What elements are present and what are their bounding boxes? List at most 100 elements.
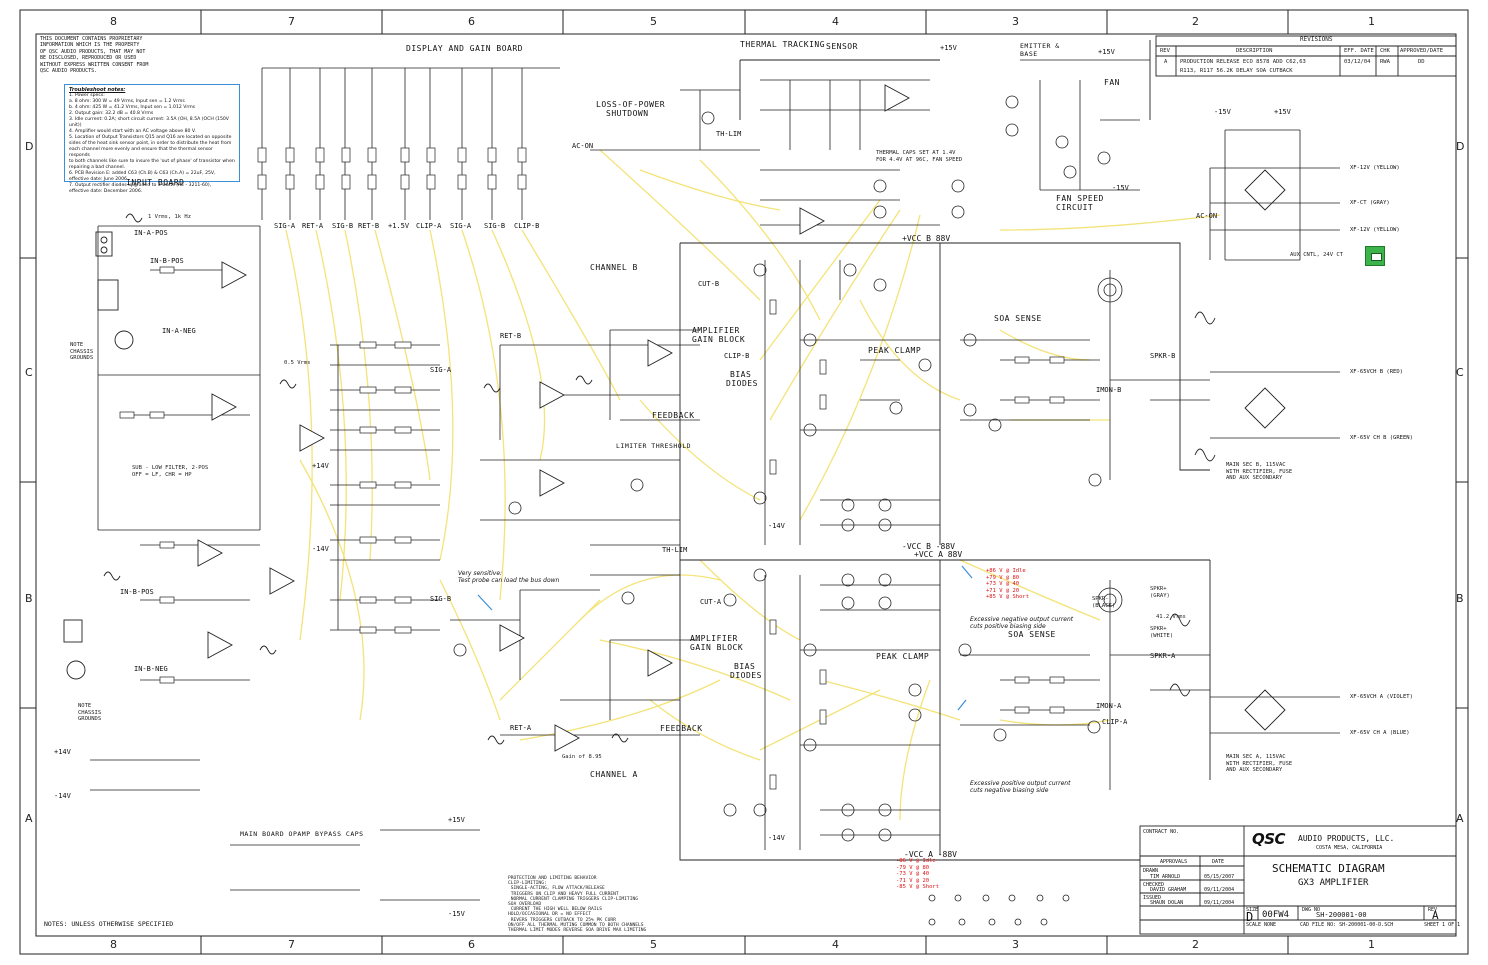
drawn-by: TIM ARNOLD xyxy=(1150,874,1181,880)
notes-footer: NOTES: UNLESS OTHERWISE SPECIFIED xyxy=(44,920,174,928)
fan-circuit-title: CIRCUIT xyxy=(1056,203,1094,212)
input-board-title: INPUT BOARD xyxy=(126,178,185,187)
net-15v-pos-fan: +15V xyxy=(1098,48,1115,56)
row-label-b-right: B xyxy=(1456,592,1464,605)
troubleshoot-item: 2. Output gain: 32.2 dB = 40.8 Vrms xyxy=(69,111,154,116)
bias-diodes-a-2: DIODES xyxy=(730,671,762,680)
net-vcc-b-pos: +VCC B 88V xyxy=(902,234,951,243)
rev-row-desc: PRODUCTION RELEASE ECO 8578 ADD C62,63 xyxy=(1180,59,1306,65)
limiter-behavior-note: PROTECTION AND LIMITING BEHAVIOR CLIP-LI… xyxy=(508,876,647,934)
net-15v-pos-bypass: +15V xyxy=(448,816,465,824)
troubleshoot-item: 5. Location of Output Transistors Q15 an… xyxy=(69,135,232,140)
sine-waves xyxy=(103,213,1216,745)
net-15v-top: +1.5V xyxy=(388,222,410,230)
net-ac-on-right: AC-ON xyxy=(1196,212,1218,220)
conn-xf12v-yellow: XF-12V (YELLOW) xyxy=(1350,165,1400,171)
channel-a-title: CHANNEL A xyxy=(590,770,638,779)
net-14v-pos-1: +14V xyxy=(54,748,71,756)
net-in-a-pos: IN-A-POS xyxy=(134,229,168,237)
spkr-white-label: SPKR+ (WHITE) xyxy=(1150,626,1174,639)
net-14v-neg-1: -14V xyxy=(54,792,71,800)
revisions-title: REVISIONS xyxy=(1300,36,1333,43)
net-clip-b-top: CLIP-B xyxy=(514,222,540,230)
issued-by: SHAUN DOLAN xyxy=(1150,900,1184,906)
company-name: AUDIO PRODUCTS, LLC. xyxy=(1298,834,1395,843)
net-cut-b: CUT-B xyxy=(698,280,720,288)
thermal-cap-note: THERMAL CAPS SET AT 1.4V FOR 4.4V AT 96C… xyxy=(876,150,963,163)
net-14v-neg-3: -14V xyxy=(768,834,785,842)
display-gain-title: DISPLAY AND GAIN BOARD xyxy=(406,44,523,53)
net-sig-b-top: SIG-B xyxy=(332,222,354,230)
col-label-2-top: 2 xyxy=(1192,15,1199,28)
col-label-3-top: 3 xyxy=(1012,15,1019,28)
col-label-4-bottom: 4 xyxy=(832,938,839,951)
net-clip-b-mid: CLIP-B xyxy=(724,352,750,360)
net-sig-a-top2: SIG-A xyxy=(450,222,472,230)
sensor-title: SENSOR xyxy=(826,42,858,51)
drawn-label: DRAWN xyxy=(1143,868,1159,874)
net-cut-a: CUT-A xyxy=(700,598,722,606)
rev-row-chk: RWA xyxy=(1380,59,1390,65)
net-ret-b-top: RET-B xyxy=(358,222,380,230)
troubleshoot-item: each channel more evenly and ensure that… xyxy=(69,147,213,158)
net-in-b-neg: IN-B-NEG xyxy=(134,665,168,673)
voltage-readings-neg: -86 V @ Idle -79 V @ 80 -73 V @ 40 -71 V… xyxy=(896,858,940,890)
net-14v-pos-2: +14V xyxy=(312,462,329,470)
peak-clamp-b: PEAK CLAMP xyxy=(868,346,922,355)
checked-by: DAVID GRAHAM xyxy=(1150,887,1187,893)
wiring xyxy=(90,59,1340,901)
net-imon-b: IMON-B xyxy=(1096,386,1122,394)
bias-diodes-a-1: BIAS xyxy=(734,662,756,671)
conn-xf-ch-b-red: XF-65VCH B (RED) xyxy=(1350,369,1403,375)
troubleshoot-item: effective date: June 2006 xyxy=(69,177,127,182)
probe-arrows xyxy=(477,565,973,711)
vrms-05-label: 0.5 Vrms xyxy=(284,360,311,366)
dwg-no-value: SH-200001-00 xyxy=(1316,911,1367,919)
col-label-5-top: 5 xyxy=(650,15,657,28)
net-15v-neg-bypass: -15V xyxy=(448,910,465,918)
export-button[interactable] xyxy=(1365,246,1385,266)
col-label-8-bottom: 8 xyxy=(110,938,117,951)
col-label-5-bottom: 5 xyxy=(650,938,657,951)
thermal-tracking-title: THERMAL TRACKING xyxy=(740,40,826,49)
troubleshoot-item: to both channels like sure to insure the… xyxy=(69,159,235,164)
loss-of-power-title: LOSS-OF-POWER xyxy=(596,100,666,109)
zone-ticks xyxy=(20,10,1468,954)
dwg-no-label: DWG NO xyxy=(1302,907,1321,913)
row-label-d-left: D xyxy=(25,140,34,153)
rev-value: A xyxy=(1432,909,1439,922)
net-in-b-pos: IN-B-POS xyxy=(120,588,154,596)
issued-label: ISSUED xyxy=(1143,895,1162,901)
net-sig-b-mid: SIG-B xyxy=(430,595,452,603)
drawing-subtitle: GX3 AMPLIFIER xyxy=(1298,878,1369,888)
spkr-black-label: SPKR- (BLACK) xyxy=(1092,596,1116,609)
confidential-notice: THIS DOCUMENT CONTAINS PROPRIETARY INFOR… xyxy=(40,36,149,75)
row-label-a-right: A xyxy=(1456,812,1464,825)
net-spkr-a: SPKR-A xyxy=(1150,652,1176,660)
main-sec-a-note: MAIN SEC A, 115VAC WITH RECTIFIER, FUSE … xyxy=(1226,754,1293,773)
col-label-2-bottom: 2 xyxy=(1192,938,1199,951)
channel-b-title: CHANNEL B xyxy=(590,263,638,272)
vrms-41-label: 41.2 Vrms xyxy=(1156,614,1186,620)
troubleshoot-item: 1. Power specs: xyxy=(69,93,105,98)
net-sig-a-top: SIG-A xyxy=(274,222,296,230)
troubleshoot-item: 7. Output rectifier diodes upgraded to 3… xyxy=(69,183,212,188)
rev-header-date: EFF. DATE xyxy=(1344,48,1374,54)
cad-file: CAD FILE NO: SH-200001-00-D.SCH xyxy=(1300,922,1394,928)
main-sec-b-note: MAIN SEC B, 115VAC WITH RECTIFIER, FUSE … xyxy=(1226,462,1293,481)
rev-header-rev: REV xyxy=(1160,48,1170,54)
col-label-7-top: 7 xyxy=(288,15,295,28)
bridge-rectifiers xyxy=(1244,169,1286,731)
row-label-c-right: C xyxy=(1456,366,1464,379)
col-label-6-top: 6 xyxy=(468,15,475,28)
amp-gain-block-a-2: GAIN BLOCK xyxy=(690,643,744,652)
net-ret-a-top: RET-A xyxy=(302,222,324,230)
col-label-6-bottom: 6 xyxy=(468,938,475,951)
troubleshoot-item: 4. Amplifier would start with an AC volt… xyxy=(69,129,196,134)
net-spkr-b: SPKR-B xyxy=(1150,352,1176,360)
net-ac-on-left: AC-ON xyxy=(572,142,594,150)
rev-row-rev: A xyxy=(1164,59,1168,65)
col-label-8-top: 8 xyxy=(110,15,117,28)
net-vcc-a-pos: +VCC A 88V xyxy=(914,550,963,559)
